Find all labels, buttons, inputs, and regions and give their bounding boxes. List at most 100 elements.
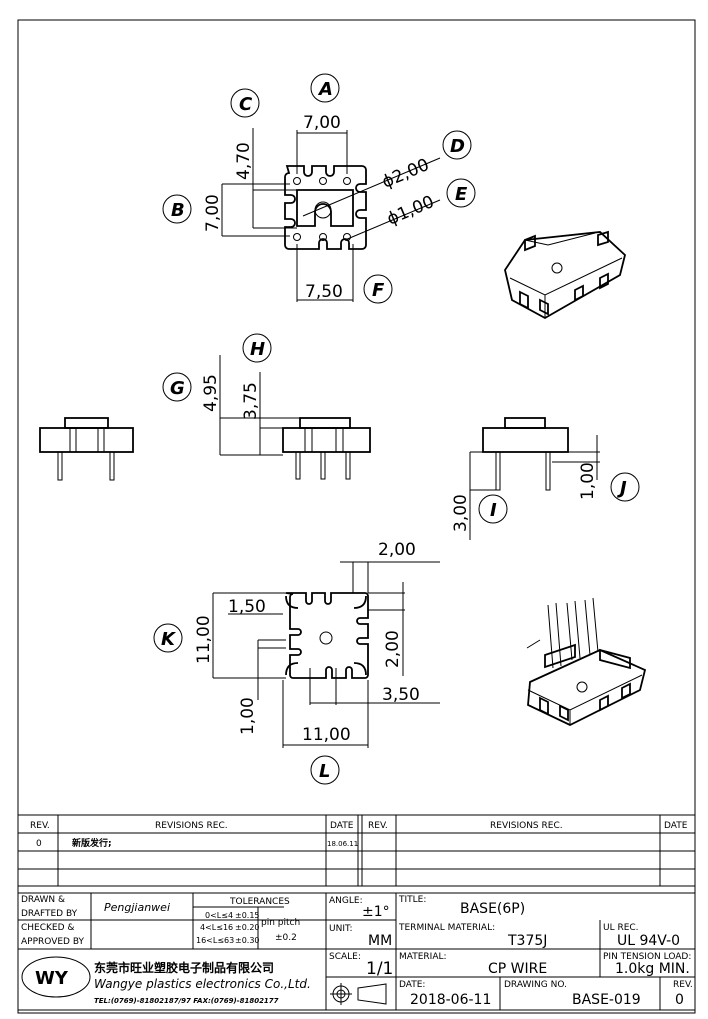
rev-header-left: REV. <box>30 821 50 831</box>
pin-pitch-label: pin pitch <box>261 918 300 928</box>
drawing-labels-A: A <box>317 79 333 100</box>
drawing-labels-C: C <box>239 94 253 115</box>
company-logo: WY <box>21 956 91 998</box>
top-view: 7,00 7,50 4,70 7,00 ϕ2,00 ϕ1,00 <box>203 113 441 302</box>
label-e: E <box>446 178 476 208</box>
approved-label: APPROVED BY <box>21 937 85 947</box>
rec-header-right: REVISIONS REC. <box>490 821 563 831</box>
angle-label: ANGLE: <box>329 896 363 906</box>
rev-value: 0 <box>675 992 684 1008</box>
label-d: D <box>442 130 472 160</box>
tol-value-1: ±0.20 <box>235 923 260 932</box>
tol-value-0: ±0.15 <box>235 911 260 920</box>
projection-symbol <box>330 983 387 1005</box>
company-name-cn: 东莞市旺业塑胶电子制品有限公司 <box>94 960 274 975</box>
checked-label: CHECKED & <box>21 923 74 933</box>
unit-value: MM <box>368 933 392 949</box>
label-l: L <box>310 755 340 785</box>
drawing-no-label: DRAWING NO. <box>504 980 567 990</box>
drawing-no-value: BASE-019 <box>572 992 641 1008</box>
label-c: C <box>230 88 260 118</box>
drawing-labels-I: I <box>490 500 497 521</box>
drafted-label: DRAFTED BY <box>21 909 78 919</box>
drawing-labels-E: E <box>455 184 468 205</box>
dim-total-height: 4,95 <box>201 374 221 412</box>
sheet-border <box>17 19 696 1014</box>
scale-value: 1/1 <box>366 959 393 979</box>
drawn-label: DRAWN & <box>21 895 65 905</box>
pin-pitch-value: ±0.2 <box>275 933 297 943</box>
dim-standoff: 1,00 <box>578 462 598 500</box>
isometric-view-top <box>504 230 627 320</box>
dim-top-width: 7,00 <box>303 113 341 133</box>
dim-pin-hole: ϕ1,00 <box>384 192 437 230</box>
drawn-by: Pengjianwei <box>104 901 170 914</box>
rev-header-right: REV. <box>368 821 388 831</box>
company-name-en: Wangye plastics electronics Co.,Ltd. <box>94 977 311 991</box>
side-view-middle: 4,95 3,75 <box>201 355 371 480</box>
drawing-labels-L: L <box>319 761 330 782</box>
drawing-labels-K: K <box>161 629 177 650</box>
title_block-company_logo: WY <box>35 968 69 989</box>
date-header-left: DATE <box>330 821 354 831</box>
dim-width: 11,00 <box>302 725 351 745</box>
dim-slot-top: 2,00 <box>378 540 416 560</box>
tension-value: 1.0kg MIN. <box>615 961 690 977</box>
ul-value: UL 94V-0 <box>617 933 680 949</box>
isometric-view-bottom <box>526 597 647 727</box>
tolerances-title: TOLERANCES <box>229 897 290 907</box>
revision-0-rec: 新版发行; <box>72 837 112 849</box>
revisions-table <box>18 814 695 894</box>
dim-pitch: 3,50 <box>382 685 420 705</box>
label-a: A <box>310 73 340 103</box>
rev-label: REV. <box>673 980 693 990</box>
scale-label: SCALE: <box>329 952 361 962</box>
label-h: H <box>242 333 272 363</box>
dim-slot-right: 2,00 <box>383 630 403 668</box>
dim-big-hole: ϕ2,00 <box>379 155 432 193</box>
tol-range-2: 16<L≤63 <box>196 936 234 945</box>
bottom-view: 2,00 1,50 11,00 2,00 3,50 1,00 11,00 <box>194 540 440 748</box>
title-label: TITLE: <box>398 895 426 905</box>
dim-pin-length: 3,00 <box>451 494 471 532</box>
tol-range-0: 0<L≤4 <box>205 911 233 920</box>
drawing-labels-G: G <box>170 378 185 399</box>
unit-label: UNIT: <box>329 924 353 934</box>
label-g: G <box>162 372 192 402</box>
tol-value-2: ±0.30 <box>235 936 260 945</box>
dim-body-height: 3,75 <box>241 382 261 420</box>
side-view-right: 3,00 1,00 <box>451 417 600 540</box>
callout-labels: A C D E B F H G I J K L <box>153 73 640 785</box>
material-label: MATERIAL: <box>399 952 447 962</box>
terminal-label: TERMINAL MATERIAL: <box>398 923 495 933</box>
label-j: J <box>610 472 640 502</box>
revision-0-rev: 0 <box>36 839 42 849</box>
revision-0-date: 18.06.11 <box>327 840 358 848</box>
angle-value: ±1° <box>362 904 390 920</box>
dim-height: 11,00 <box>194 615 214 664</box>
date-header-right: DATE <box>664 821 688 831</box>
dim-slot-width: 1,00 <box>238 697 258 735</box>
dim-bottom-width: 7,50 <box>305 282 343 302</box>
ul-label: UL REC. <box>603 923 639 933</box>
company-contact: TEL:(0769)-81802187/97 FAX:(0769)-818021… <box>94 997 279 1005</box>
date-value: 2018-06-11 <box>410 992 491 1008</box>
label-i: I <box>478 494 508 524</box>
drawing-labels-B: B <box>171 200 185 221</box>
drawing-labels-F: F <box>372 280 385 301</box>
tension-label: PIN TENSION LOAD: <box>603 952 691 962</box>
title-block <box>18 893 695 1011</box>
title-value: BASE(6P) <box>460 901 525 917</box>
tol-range-1: 4<L≤16 <box>200 923 233 932</box>
terminal-value: T375J <box>507 933 547 949</box>
material-value: CP WIRE <box>488 961 547 977</box>
rec-header-left: REVISIONS REC. <box>155 821 228 831</box>
label-f: F <box>363 274 393 304</box>
label-b: B <box>162 194 192 224</box>
dim-window-height: 4,70 <box>234 142 254 180</box>
date-label: DATE: <box>399 980 425 990</box>
dim-corner: 1,50 <box>228 597 266 617</box>
drawing-labels-H: H <box>250 339 265 360</box>
